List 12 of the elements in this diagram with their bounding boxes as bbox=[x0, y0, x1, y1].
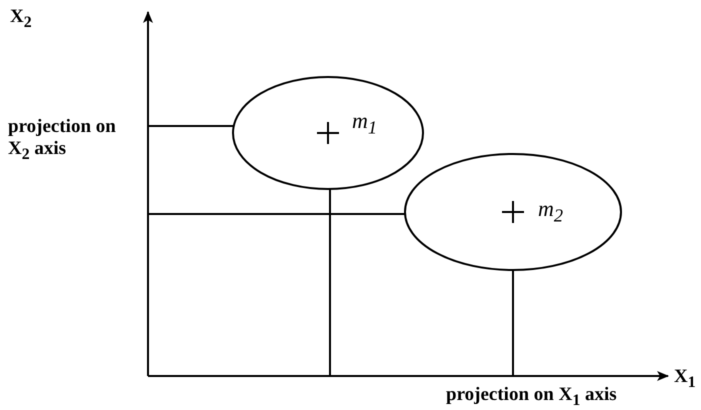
projection-line bbox=[329, 189, 331, 375]
projection-label: projection on X$_{2}$ axis bbox=[8, 116, 117, 165]
cluster-ellipse bbox=[404, 153, 622, 271]
mean-label: m$_{2}$ bbox=[538, 196, 564, 226]
axis-label: X$_{2}$ bbox=[10, 6, 32, 33]
mean-label: m$_{1}$ bbox=[352, 108, 378, 138]
projection-line bbox=[512, 270, 514, 375]
axis-label: X$_{1}$ bbox=[674, 366, 696, 393]
cluster-ellipse bbox=[232, 76, 424, 190]
projection-line bbox=[148, 213, 406, 215]
projection-label: projection on X$_{1}$ axis bbox=[446, 384, 617, 410]
projection-line bbox=[148, 125, 234, 127]
